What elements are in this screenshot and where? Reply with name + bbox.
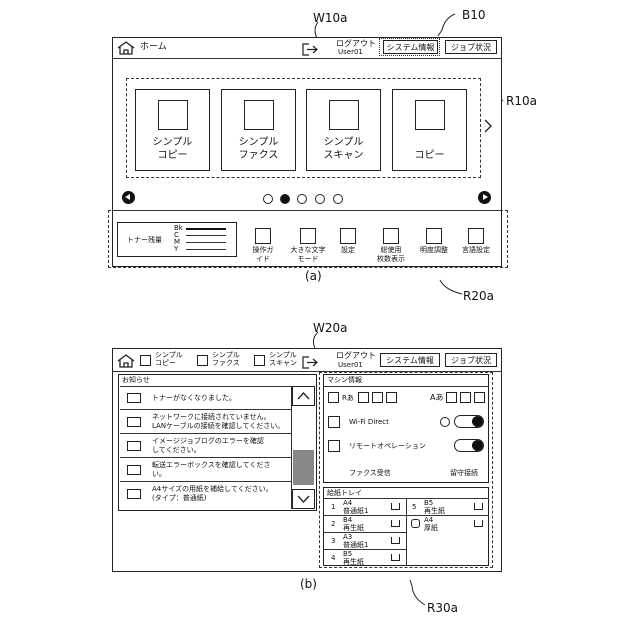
absence-connect-label[interactable]: 留守接続 (450, 469, 478, 477)
notice-text: イメージジョブログのエラーを確認 してください。 (152, 437, 264, 456)
notice-panel-title: お知らせ (122, 376, 150, 384)
tray-1[interactable]: 1 A4 普通紙1 (323, 498, 406, 515)
tray-paper-info: A4 普通紙1 (343, 499, 368, 516)
notice-item[interactable]: ネットワークに接続されていません。 LANケーブルの接続を確認してください。 (120, 411, 291, 434)
tray-icon (391, 537, 400, 544)
tray-icon (391, 520, 400, 527)
tray-number: 5 (412, 503, 416, 511)
mail-status-icon (474, 392, 485, 403)
tray-number: 3 (331, 537, 335, 545)
system-info-b-button[interactable]: システム情報 (380, 353, 440, 367)
font-status-text: Aあ (430, 393, 443, 402)
info-icon[interactable] (440, 417, 450, 427)
machine-status-text: Rあ (342, 394, 354, 402)
remote-operation-toggle[interactable] (454, 439, 484, 452)
network-status-icon (460, 392, 471, 403)
paper-supply-icon (127, 489, 141, 499)
notice-item[interactable]: A4サイズの用紙を補給してください。 (タイプ：普通紙) (120, 483, 291, 506)
display-status-icon (446, 392, 457, 403)
tray-paper-info: A3 普通紙1 (343, 533, 368, 550)
lock-status-icon (386, 392, 397, 403)
manual-feed-hand-icon (411, 519, 420, 528)
tools-status-icon (328, 392, 339, 403)
remote-operation-label: リモートオペレーション (349, 442, 426, 450)
tray-number: 1 (331, 503, 335, 511)
copy-tab-icon (140, 355, 151, 366)
scroll-thumb[interactable] (293, 450, 314, 485)
remote-operation-icon (328, 440, 340, 452)
tray-3[interactable]: 3 A3 普通紙1 (323, 532, 406, 549)
warning-icon (127, 393, 141, 403)
notice-item[interactable]: トナーがなくなりました。 (120, 387, 291, 410)
tray-paper-info: B5 再生紙 (343, 550, 364, 567)
tray-2[interactable]: 2 B4 再生紙 (323, 515, 406, 532)
wifi-direct-label: Wi-Fi Direct (349, 418, 389, 426)
machine-info-divider (323, 386, 489, 387)
notice-list: トナーがなくなりました。 ネットワークに接続されていません。 LANケーブルの接… (120, 386, 291, 509)
user-b-name: User01 (338, 361, 363, 369)
machine-info-panel (323, 374, 489, 483)
tray-number: 2 (331, 520, 335, 528)
notice-text: トナーがなくなりました。 (152, 394, 236, 403)
fax-tab-icon (197, 355, 208, 366)
machine-info-title: マシン情報 (327, 376, 362, 384)
notice-item[interactable]: 転送エラーボックスを確認してくださ い。 (120, 459, 291, 482)
tab-simple-copy[interactable]: シンプル コピー (155, 351, 183, 367)
scan-tab-icon (254, 355, 265, 366)
tab-simple-fax[interactable]: シンプル ファクス (212, 351, 240, 367)
tray-icon (474, 503, 483, 510)
logout-b-label[interactable]: ログアウト (336, 351, 376, 360)
tray-icon (474, 520, 483, 527)
window-status-icon (372, 392, 383, 403)
transfer-box-icon (127, 465, 141, 475)
scroll-down-button[interactable] (292, 489, 315, 509)
tray-icon (391, 503, 400, 510)
job-log-icon (127, 441, 141, 451)
wifi-direct-toggle[interactable] (454, 415, 484, 428)
tray-paper-info: A4 厚紙 (424, 516, 438, 533)
tray-icon (391, 554, 400, 561)
tray-4[interactable]: 4 B5 再生紙 (323, 549, 406, 566)
home-b-icon[interactable] (117, 353, 135, 367)
notice-item[interactable]: イメージジョブログのエラーを確認 してください。 (120, 435, 291, 458)
tray-paper-info: B5 再生紙 (424, 499, 445, 516)
tray-number: 4 (331, 554, 335, 562)
notice-text: ネットワークに接続されていません。 LANケーブルの接続を確認してください。 (152, 413, 284, 432)
tab-simple-scan[interactable]: シンプル スキャン (269, 351, 297, 367)
logout-b-icon[interactable] (302, 354, 318, 367)
fax-receive-label[interactable]: ファクス受信 (349, 469, 391, 477)
printer-status-icon (358, 392, 369, 403)
notice-text: A4サイズの用紙を補給してください。 (タイプ：普通紙) (152, 485, 273, 504)
notice-text: 転送エラーボックスを確認してくださ い。 (152, 461, 270, 480)
tray-manual[interactable]: A4 厚紙 (406, 515, 489, 532)
paper-tray-title: 給紙トレイ (327, 489, 362, 497)
tray-paper-info: B4 再生紙 (343, 516, 364, 533)
wifi-icon (328, 416, 340, 428)
scroll-up-button[interactable] (292, 386, 315, 406)
job-status-b-button[interactable]: ジョブ状況 (445, 353, 497, 367)
tray-5[interactable]: 5 B5 再生紙 (406, 498, 489, 515)
network-icon (127, 417, 141, 427)
